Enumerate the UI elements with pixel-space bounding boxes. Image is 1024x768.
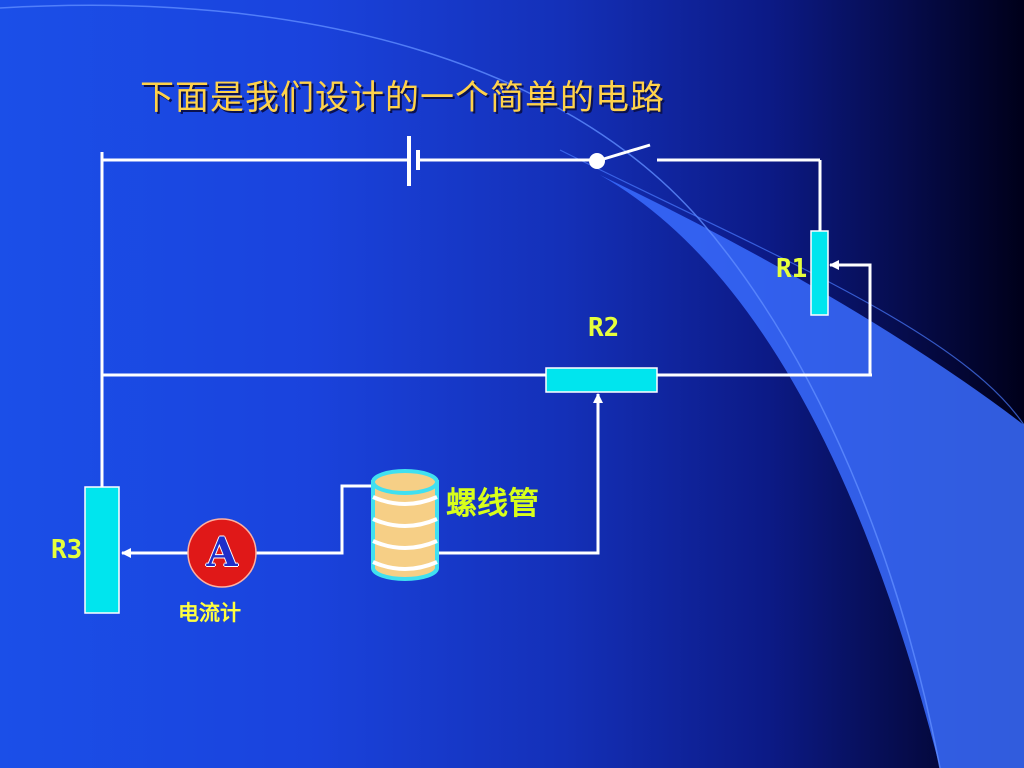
background-arc-line-2	[559, 149, 1024, 426]
r2-label: R2	[588, 313, 620, 343]
switch-icon	[589, 143, 651, 169]
wire-ammeter-solenoid	[256, 484, 380, 555]
r2-slider-arrow	[437, 393, 603, 555]
battery-icon	[407, 136, 420, 186]
r1-label: R1	[776, 254, 808, 284]
background-arc-line	[0, 4, 941, 768]
r3-label: R3	[51, 535, 83, 565]
ammeter-label: 电流计	[178, 601, 241, 625]
resistor-icon	[545, 367, 658, 393]
solenoid-label: 螺线管	[446, 486, 539, 522]
ammeter-icon	[187, 518, 257, 588]
background-light-sweep	[600, 175, 1024, 768]
ammeter-symbol: A	[206, 529, 238, 576]
resistor-icon	[84, 486, 120, 614]
solenoid-icon	[371, 469, 439, 581]
slide-title: 下面是我们设计的一个简单的电路	[140, 78, 665, 118]
resistor-icon	[810, 230, 829, 316]
r1-slider-arrow	[829, 260, 872, 375]
